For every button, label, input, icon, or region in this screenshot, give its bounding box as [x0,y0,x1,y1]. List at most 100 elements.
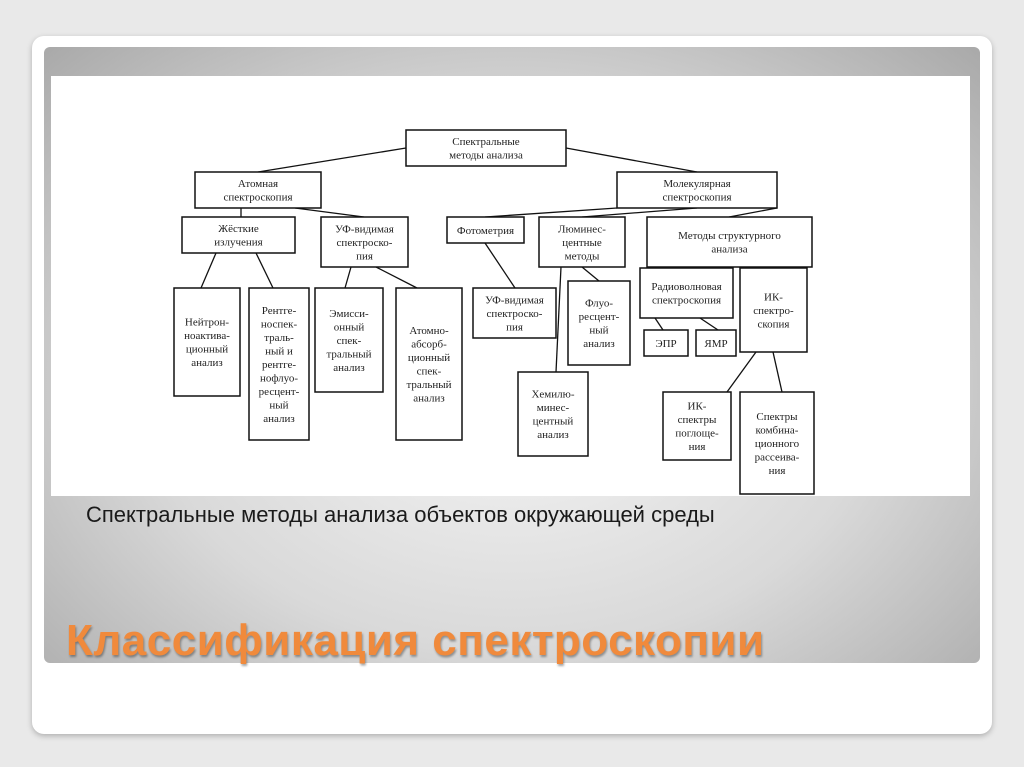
diagram-node-label: центные [562,237,602,249]
diagram-node-label: Нейтрон- [185,317,230,329]
diagram-node-label: анализ [333,362,364,374]
diagram-node-box [695,329,737,357]
diagram-node-label: УФ-видимая [485,294,544,306]
diagram-edge [772,351,783,393]
diagram-node-label: Молекулярная [663,178,730,190]
diagram-node-label: поглоще- [675,428,719,440]
diagram-node-label: траль- [264,332,294,344]
slide-caption: Спектральные методы анализа объектов окр… [86,502,715,527]
diagram-node-box [517,371,589,457]
diagram-node-label: спектроско- [337,237,393,249]
diagram-node-box [538,216,626,268]
diagram-edge [344,266,352,289]
diagram-node-box [739,391,815,495]
diagram-node-label: анализ [263,413,294,425]
diagram-node-label: Атомно- [409,325,449,337]
diagram-node-label: ния [769,465,786,477]
diagram-node-label: пия [506,321,523,333]
diagram-edge [581,207,698,218]
diagram-edge [699,317,719,331]
diagram-edge [484,242,516,289]
diagram-edge [255,252,274,289]
diagram-node-box [616,171,778,209]
diagram-node-label: онный [334,321,365,333]
diagram-node-box [662,391,732,461]
diagram-node-label: анализ [537,429,568,441]
diagram-node-label: ресцент- [579,311,620,323]
diagram-node-label: анализ [413,393,444,405]
diagram-edge [581,266,600,282]
diagram-node-label: ный [589,325,608,337]
diagram-edges [200,147,783,393]
diagram-node-structural: Методы структурного анализа [646,216,813,268]
diagram-node-label: ИК- [688,401,707,413]
diagram-node-label: комбина- [756,424,799,436]
diagram-node-label: спектроскопия [223,192,292,204]
diagram-node-ir: ИК-спектро-скопия [739,267,808,353]
diagram-node-label: спек- [417,366,442,378]
diagram-edge [257,147,407,173]
diagram-node-box [248,287,310,441]
diagram-node-label: Методы структурного [678,230,781,242]
diagram-node-label: ресцент- [259,386,300,398]
diagram-edge [484,207,618,218]
diagram-node-label: спек- [337,335,362,347]
diagram-node-box [639,267,734,319]
diagram-node-box [173,287,241,397]
diagram-node-label: Радиоволновая [651,281,721,293]
diagram-node-label: методы [565,250,600,262]
diagram-node-box [314,287,384,393]
diagram-edge [200,252,217,289]
diagram-node-label: Люминес- [558,223,606,235]
diagram-node-label: тральный [406,379,451,391]
diagram-node-box [567,280,631,366]
diagram-node-label: Атомная [238,178,278,190]
diagram-node-box [472,287,557,339]
diagram-node-box [405,129,567,167]
diagram-node-label: анализа [711,244,747,256]
diagram-node-label: анализ [583,338,614,350]
diagram-node-label: ЯМР [704,338,727,350]
diagram-node-label: центный [533,416,574,428]
diagram-node-label: Жёсткие [218,223,259,235]
diagram-edge [726,351,757,393]
diagram-node-label: Хемилю- [531,389,574,401]
diagram-node-label: излучения [214,237,262,249]
diagram-node-epr: ЭПР [643,329,689,357]
diagram-node-box [395,287,463,441]
diagram-node-box [446,216,525,244]
diagram-node-box [181,216,296,254]
diagram-edge [654,317,664,331]
diagram-node-label: Спектральные [452,136,520,148]
diagram-node-label: рентге- [262,359,296,371]
diagram-node-label: рассеива- [755,451,800,463]
diagram-node-label: носпек- [261,318,298,330]
diagram-node-label: Спектры [756,411,798,423]
slide-title: Классификация спектроскопии [66,616,765,665]
diagram-node-atomic: Атомная спектроскопия [194,171,322,209]
diagram-node-nmr: ЯМР [695,329,737,357]
diagram-node-label: ционного [755,438,800,450]
diagram-node-label: анализ [191,357,222,369]
diagram-node-label: скопия [757,318,789,330]
diagram-node-label: УФ-видимая [335,223,394,235]
diagram-node-label: ный и [265,345,293,357]
diagram-node-label: ноактива- [184,330,230,342]
diagram-node-label: Флуо- [585,298,613,310]
diagram-node-label: тральный [326,348,371,360]
diagram-node-label: минес- [537,402,570,414]
